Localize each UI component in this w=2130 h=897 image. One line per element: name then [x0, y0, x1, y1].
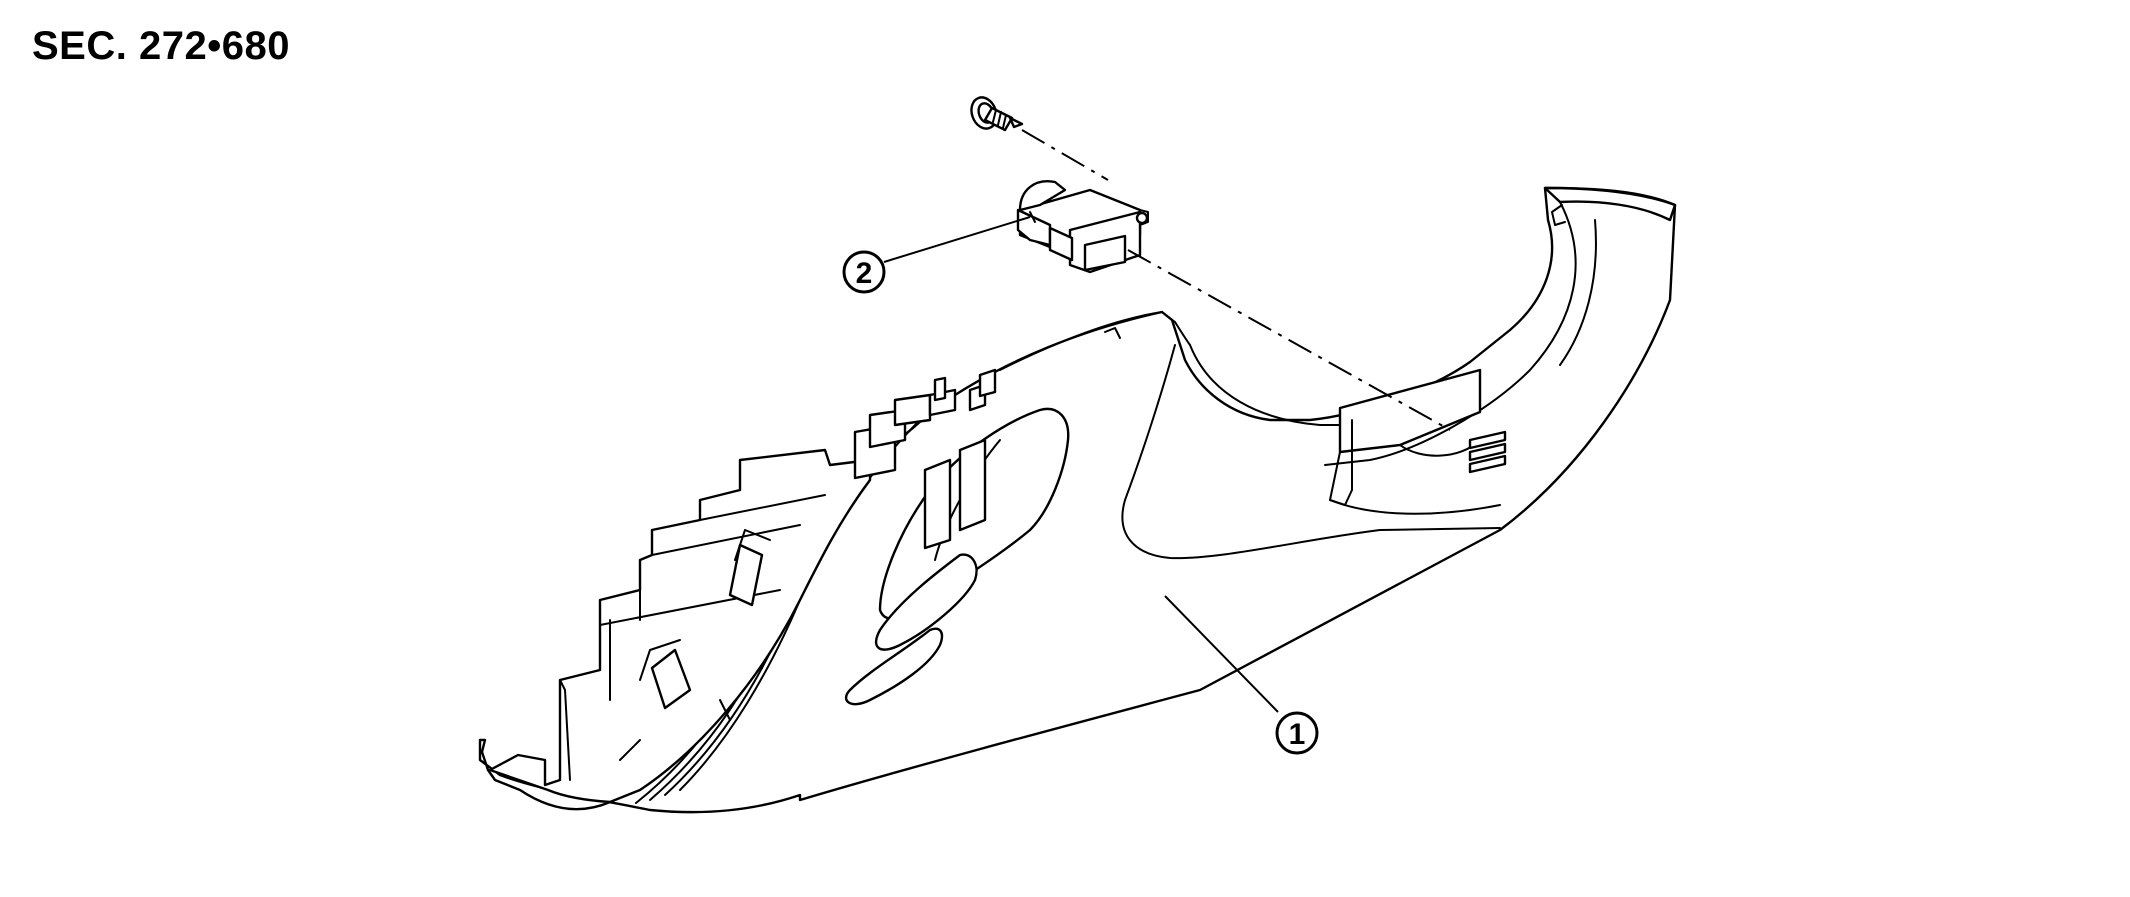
install-line-screw	[1021, 129, 1109, 181]
callout-2-number: 2	[856, 257, 873, 290]
callout-1: 1	[1275, 711, 1319, 755]
leader-line-1	[1164, 595, 1279, 713]
screw-icon	[970, 96, 1024, 132]
section-code: SEC. 272•680	[32, 24, 290, 68]
lower-instrument-panel	[478, 186, 1677, 814]
vent-grille	[1468, 430, 1507, 474]
leader-line-2	[883, 216, 1031, 263]
switch-part	[1016, 180, 1149, 274]
callout-2: 2	[842, 250, 886, 294]
install-line-switch	[1127, 249, 1451, 431]
callout-1-number: 1	[1289, 718, 1306, 751]
